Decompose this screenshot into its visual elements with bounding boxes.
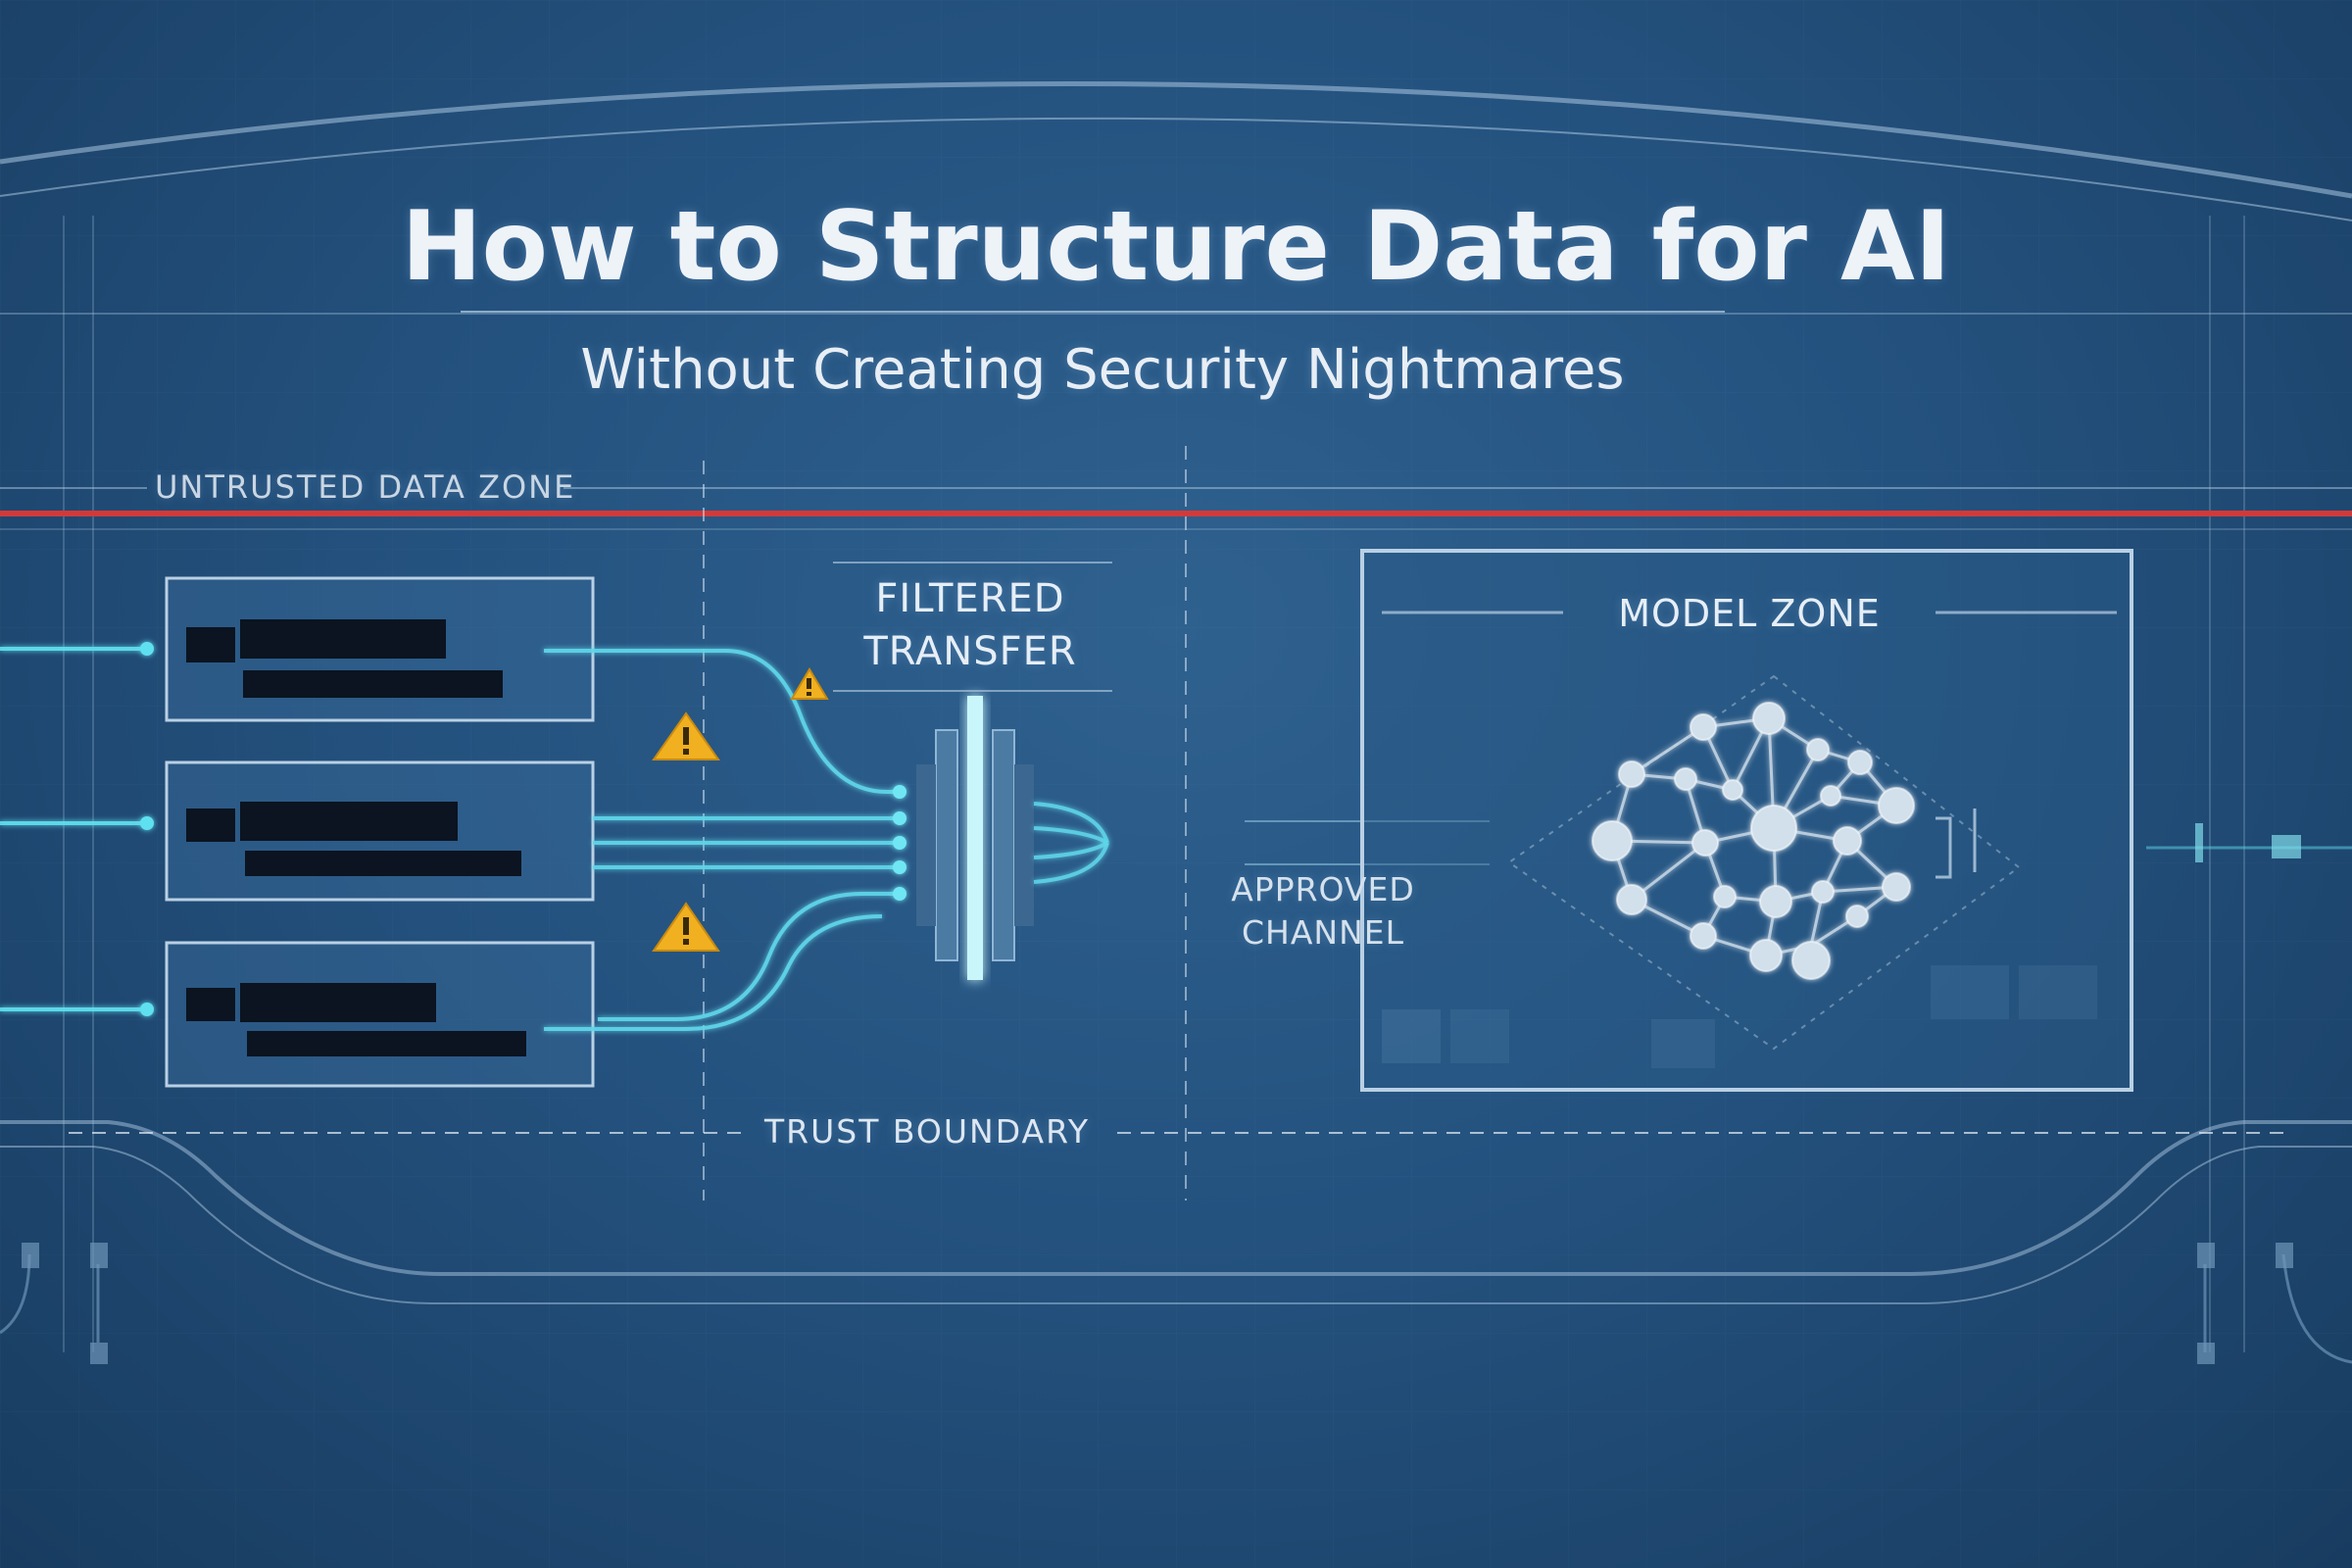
flow-lines [544, 649, 900, 1031]
source-box-2 [165, 760, 595, 902]
frame-bottom [0, 1120, 2352, 1304]
source-box-3 [165, 941, 595, 1088]
model-zone-label: MODEL ZONE [1618, 592, 1881, 635]
warning-icon [652, 711, 720, 760]
filter-gate-icon [916, 696, 1034, 980]
approved-channel-label-line2: CHANNEL [1241, 913, 1405, 952]
source-box-1 [165, 576, 595, 722]
filtered-transfer-label-line1: FILTERED [875, 576, 1065, 621]
neural-network-icon [1592, 702, 1915, 980]
frame-top [0, 80, 2352, 315]
approved-channel-label-line1: APPROVED [1231, 870, 1415, 908]
filtered-transfer-label-line2: TRANSFER [863, 629, 1077, 674]
untrusted-zone-label: UNTRUSTED DATA ZONE [155, 468, 576, 506]
warning-icon [652, 902, 720, 952]
trust-boundary-label: TRUST BOUNDARY [764, 1112, 1091, 1151]
warning-icon [790, 667, 829, 700]
page-title: How to Structure Data for AI [401, 191, 1951, 303]
page-subtitle: Without Creating Security Nightmares [580, 338, 1625, 402]
model-zone-box [1360, 549, 2133, 1092]
